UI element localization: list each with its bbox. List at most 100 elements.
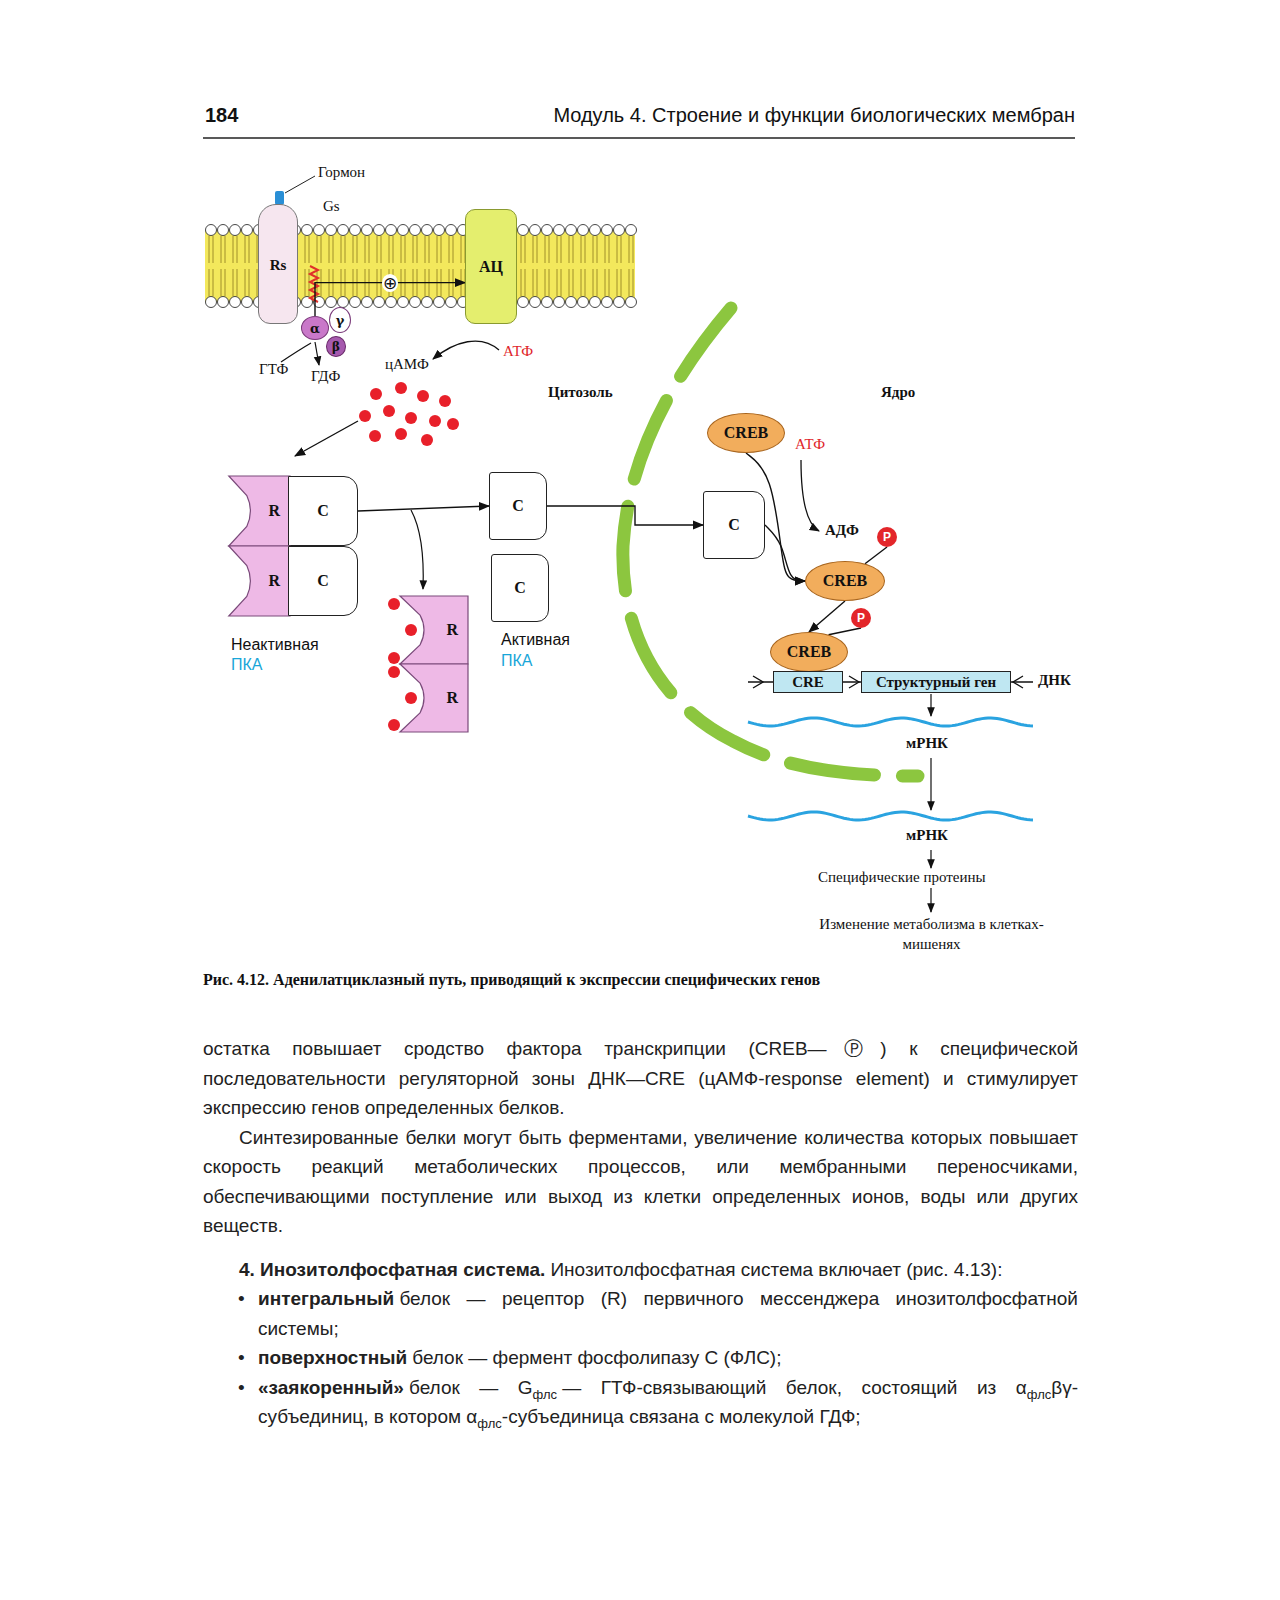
g-beta: β xyxy=(326,336,346,357)
region-label: Цитозоль xyxy=(548,384,613,401)
node-text: C xyxy=(512,497,524,515)
node-text: C xyxy=(317,572,329,590)
node-text: α xyxy=(310,321,320,336)
receptor: Rs xyxy=(258,204,298,324)
paragraph: •«заякоренный»белок — Gфлс— ГТФ-связываю… xyxy=(203,1373,1078,1432)
dna-element: CRE xyxy=(773,671,843,693)
body-text: белок — фермент фосфолипазу С (ФЛС); xyxy=(412,1347,781,1368)
regulatory-subunit: R xyxy=(218,476,290,546)
subscript: флс xyxy=(477,1416,502,1431)
creb-factor: CREB xyxy=(805,561,885,601)
phosphate-circle: P xyxy=(851,608,871,628)
node-text: АЦ xyxy=(479,258,503,276)
gdp-arrow xyxy=(315,342,319,365)
creb-factor: CREB xyxy=(770,632,848,672)
bullet: • xyxy=(238,1343,258,1373)
catalytic-subunit: C xyxy=(288,476,358,546)
node-text: R xyxy=(268,502,280,520)
connector-arrow xyxy=(865,547,887,564)
leader-line xyxy=(285,176,315,193)
node-text: Структурный ген xyxy=(876,674,996,691)
node-text: P xyxy=(857,611,865,625)
diagram-label: АДФ xyxy=(825,522,859,539)
diagram-label: цАМФ xyxy=(385,356,429,373)
diagram-label: ДНК xyxy=(1038,672,1071,689)
node-text: CREB xyxy=(787,643,831,661)
body-text: остатка повышает сродство фактора транск… xyxy=(203,1038,1078,1118)
diagram-label: мРНК xyxy=(906,735,948,752)
node-text: CRE xyxy=(792,674,824,691)
body-text: Инозитолфосфатная система включает (рис.… xyxy=(550,1259,1002,1280)
nuclear-envelope xyxy=(623,308,918,776)
g-alpha: α xyxy=(301,316,329,340)
catalytic-subunit: C xyxy=(288,546,358,616)
release-arrow xyxy=(411,510,423,589)
camp-dots xyxy=(359,382,459,446)
node-text: Rs xyxy=(270,257,287,274)
gene-box: Структурный ген xyxy=(861,671,1011,693)
phosphate-circle: P xyxy=(877,527,897,547)
catalytic-subunit: C xyxy=(491,554,549,622)
node-text: C xyxy=(317,502,329,520)
diagram-label: ГТФ xyxy=(259,361,288,378)
connector-arrow xyxy=(809,601,845,632)
creb-factor: CREB xyxy=(707,413,785,453)
adenylate-cyclase: АЦ xyxy=(465,209,517,324)
diagram-label: мРНК xyxy=(906,827,948,844)
page-number: 184 xyxy=(205,104,238,127)
body-text: — ГТФ-связывающий белок, состоящий из α xyxy=(562,1377,1027,1398)
paragraph: остатка повышает сродство фактора транск… xyxy=(203,1034,1078,1123)
g-gamma: γ xyxy=(329,307,351,333)
bullet: • xyxy=(238,1373,258,1403)
subscript: флс xyxy=(533,1387,558,1402)
body-text: белок — G xyxy=(409,1377,533,1398)
diagram-label: Неактивная xyxy=(231,636,319,654)
diagram-label: ПКА xyxy=(231,656,263,674)
diagram-label: АТФ xyxy=(503,343,533,360)
regulatory-subunit: R xyxy=(388,596,468,664)
node-text: R xyxy=(446,689,458,707)
section-heading: 4. Инозитолфосфатная система. xyxy=(239,1259,545,1280)
diagram-label: АТФ xyxy=(795,436,825,453)
regulatory-subunit: R xyxy=(218,546,290,616)
hormone-symbol xyxy=(275,191,284,205)
diagram-label: Специфические протеины xyxy=(818,869,986,886)
atp-arrow xyxy=(433,341,499,359)
node-text: P xyxy=(883,530,891,544)
bullet: • xyxy=(238,1284,258,1314)
figure-caption: Рис. 4.12. Аденилатциклазный путь, приво… xyxy=(203,971,1083,989)
subscript: флс xyxy=(1027,1387,1052,1402)
node-text: CREB xyxy=(823,572,867,590)
node-text: CREB xyxy=(724,424,768,442)
regulatory-subunit: R xyxy=(388,664,468,732)
catalytic-subunit: C xyxy=(489,472,547,540)
mrna-strands xyxy=(748,718,1033,820)
catalytic-subunit: C xyxy=(703,491,765,559)
paragraph: Синтезированные белки могут быть фермент… xyxy=(203,1123,1078,1241)
paragraph: •интегральныйбелок — рецептор (R) первич… xyxy=(203,1284,1078,1343)
diagram-label: Gs xyxy=(323,198,340,215)
diagram-label: ПКА xyxy=(501,652,533,670)
gtp-line xyxy=(281,343,311,362)
diagram-label: Активная xyxy=(501,631,570,649)
connector-arrow xyxy=(829,628,862,635)
diagram-label: Гормон xyxy=(318,164,365,181)
camp-arrow xyxy=(295,421,358,456)
text-layer: Rs АЦ α γβR C R C R R C C CREB C P CREB P CREB CRE Структу… xyxy=(13,16,1267,1584)
connector-arrow xyxy=(765,525,805,581)
node-text: R xyxy=(446,621,458,639)
connector-arrow xyxy=(547,506,703,525)
node-text: γ xyxy=(336,313,345,328)
body-text: интегральный xyxy=(258,1288,394,1309)
paragraph: •поверхностныйбелок — фермент фосфолипаз… xyxy=(203,1343,1078,1373)
paragraph: 4. Инозитолфосфатная система.Инозитолфос… xyxy=(203,1255,1078,1285)
body-text: -субъединица связана с молекулой ГДФ; xyxy=(502,1406,861,1427)
conformation-zigzag xyxy=(310,266,318,302)
atp-adp-arrow xyxy=(801,460,819,531)
edge-label: ⊕ xyxy=(382,274,398,292)
node-text: C xyxy=(514,579,526,597)
header-rule xyxy=(203,137,1075,139)
connector-arrow xyxy=(358,506,489,511)
body-column: остатка повышает сродство фактора транск… xyxy=(203,1034,1078,1432)
node-text: R xyxy=(268,572,280,590)
